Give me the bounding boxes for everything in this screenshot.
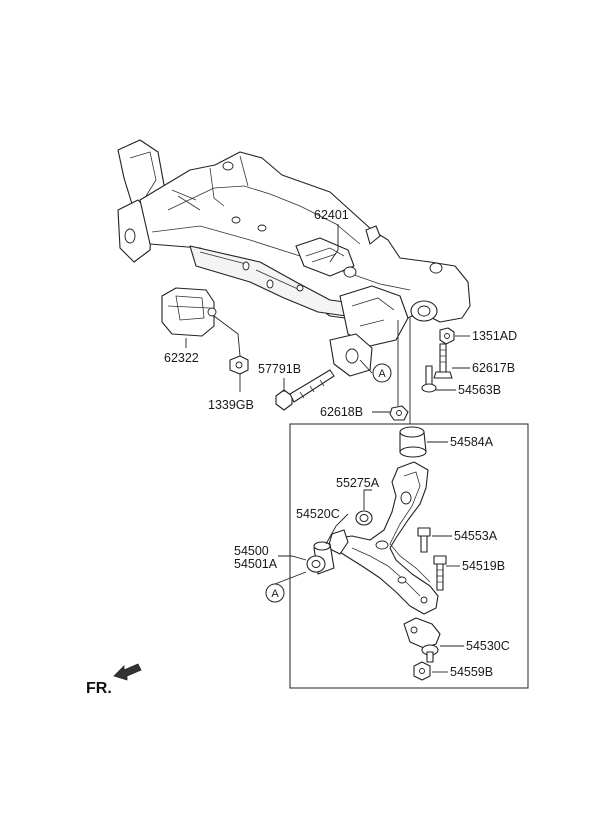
front-bushing [306, 541, 335, 575]
front-label: FR. [86, 680, 112, 697]
label-rear-bushing: 54584A [450, 435, 494, 449]
callout-lower: A [265, 583, 285, 603]
label-joint-bolt: 54519B [462, 559, 505, 573]
label-joint-nut: 54559B [450, 665, 493, 679]
rear-bushing [399, 426, 427, 458]
label-rear-bolt: 62617B [472, 361, 515, 375]
rear-bolt [433, 343, 453, 379]
label-arm-bolt: 54553A [454, 529, 498, 543]
front-direction-arrow-icon [113, 663, 142, 681]
mount-bracket [161, 287, 217, 337]
label-arm-assy: 54500 [234, 544, 269, 558]
label-arm-assy-rh: 54501A [234, 557, 278, 571]
joint-nut [413, 661, 431, 681]
label-mount-bracket: 62322 [164, 351, 199, 365]
front-nut [389, 405, 409, 421]
arm-bolt [417, 527, 431, 553]
leader-lines [185, 224, 470, 673]
mount-nut [229, 355, 249, 375]
seal [355, 510, 373, 526]
label-front-bushing: 54520C [296, 507, 340, 521]
callout-upper-letter: A [378, 368, 386, 380]
rear-nut [439, 327, 455, 345]
label-mount-bolt: 57791B [258, 362, 301, 376]
label-seal: 55275A [336, 476, 380, 490]
label-front-nut: 62618B [320, 405, 363, 419]
rear-washer [421, 365, 437, 393]
label-rear-washer: 54563B [458, 383, 501, 397]
mount-bolt [275, 369, 335, 411]
label-mount-nut: 1339GB [208, 398, 254, 412]
label-subframe: 62401 [314, 208, 349, 222]
label-rear-nut: 1351AD [472, 329, 517, 343]
callout-upper: A [372, 363, 392, 383]
subframe [117, 139, 471, 377]
callout-lower-letter: A [271, 588, 279, 600]
joint-bolt [433, 555, 447, 591]
label-ball-joint: 54530C [466, 639, 510, 653]
front-indicator: FR. [86, 663, 142, 697]
ball-joint [403, 617, 441, 663]
